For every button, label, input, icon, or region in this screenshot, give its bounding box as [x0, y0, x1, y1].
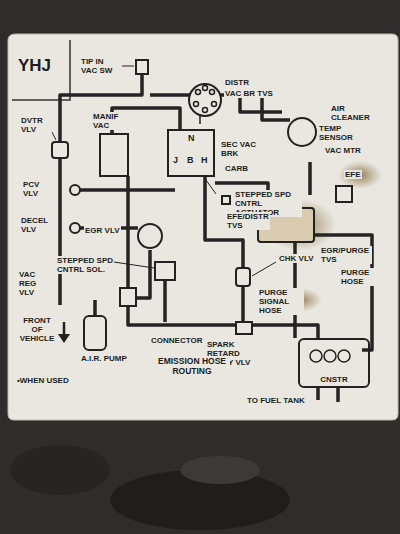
part-label: AIR CLEANER	[330, 104, 372, 122]
part-label: EGR VLV	[84, 226, 121, 235]
part-label: DVTR VLV	[20, 116, 52, 134]
part-label: A.I.R. PUMP	[80, 354, 128, 363]
part-label: CARB	[224, 164, 249, 173]
canister-box: CNSTR	[298, 338, 370, 388]
port-letter: J	[172, 156, 179, 165]
label-code: YHJ	[18, 56, 51, 76]
part-label: DISTR	[224, 78, 250, 87]
part-label: EFE	[344, 170, 362, 179]
part-label: CHK VLV	[278, 254, 315, 263]
part-label: CONNECTOR	[150, 336, 203, 345]
part-label: DECEL VLV	[20, 216, 54, 234]
canister-label: CNSTR	[300, 375, 368, 384]
part-label: FRONT OF VEHICLE	[16, 316, 58, 343]
part-label: PURGE SIGNAL HOSE	[258, 288, 304, 315]
port-letter: N	[187, 134, 196, 143]
part-label: VAC MTR	[324, 146, 362, 155]
part-label: VAC BR TVS	[224, 89, 274, 98]
part-label: EFE/DISTR TVS	[226, 212, 270, 230]
part-label: MANIF VAC	[92, 112, 128, 130]
port-letter: B	[186, 156, 195, 165]
part-label: TIP IN VAC SW	[80, 57, 122, 75]
part-label: •WHEN USED	[16, 376, 70, 385]
part-label: TO FUEL TANK	[246, 396, 306, 405]
part-label: VAC REG VLV	[18, 270, 46, 297]
diagram-caption: EMISSION HOSE ROUTING	[154, 356, 230, 376]
part-label: TEMP SENSOR	[318, 124, 356, 142]
port-letter: H	[200, 156, 209, 165]
part-label: STEPPED SPD CNTRL SOL.	[56, 256, 114, 274]
part-label: PURGE HOSE	[340, 268, 386, 286]
part-label: SEC VAC BRK	[220, 140, 266, 158]
part-label: EGR/PURGE TVS	[320, 246, 372, 264]
part-label: PCV VLV	[22, 180, 52, 198]
